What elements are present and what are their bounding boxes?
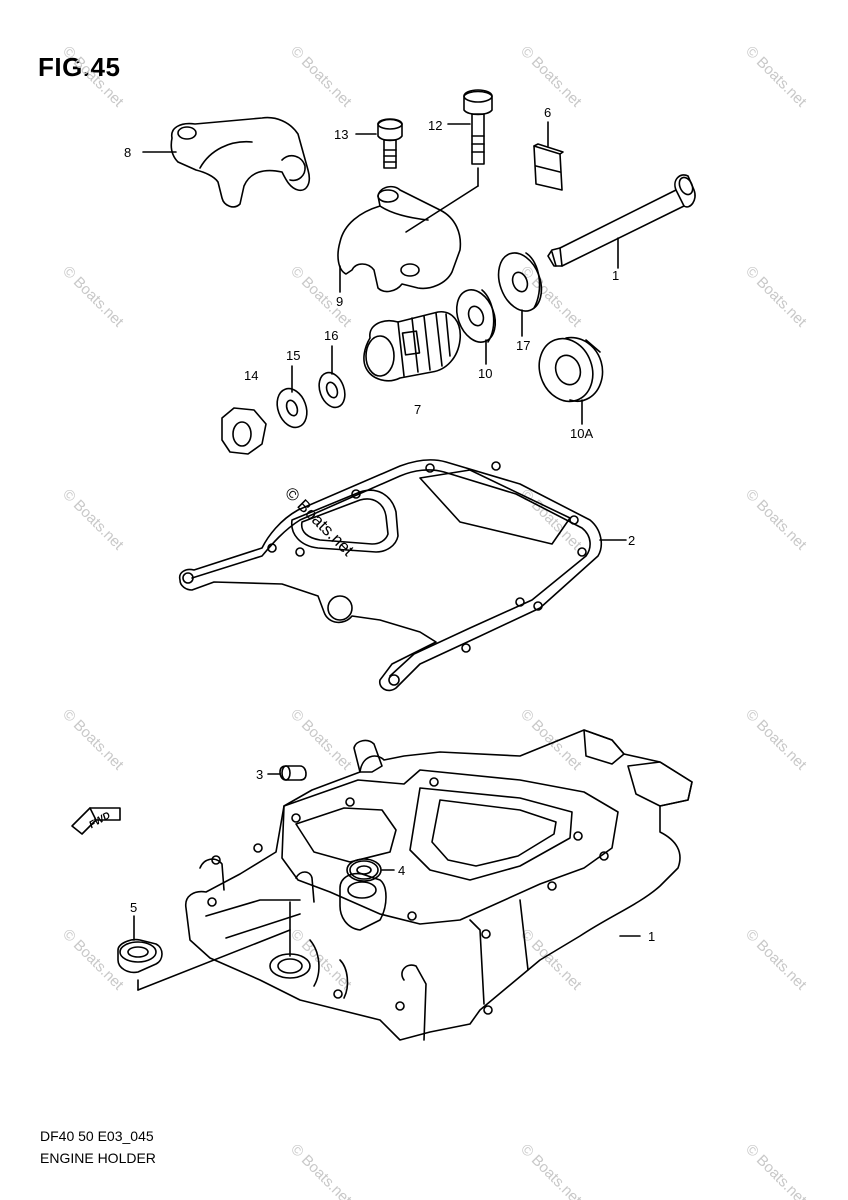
callout-4: 4 <box>398 863 405 878</box>
watermark: © Boats.net <box>742 926 810 994</box>
watermark: © Boats.net <box>287 706 355 774</box>
callout-6: 6 <box>544 105 551 120</box>
callout-12: 12 <box>428 118 442 133</box>
part-3-pin <box>279 765 307 781</box>
part-4-oring <box>346 858 382 882</box>
watermark: © Boats.net <box>742 43 810 111</box>
callout-1: 1 <box>648 929 655 944</box>
watermark: © Boats.net <box>742 1141 810 1200</box>
watermark: © Boats.net <box>59 43 127 111</box>
part-14-nut <box>221 407 267 455</box>
callout-14: 14 <box>244 368 258 383</box>
watermark: © Boats.net <box>59 486 127 554</box>
callout-10: 10 <box>478 366 492 381</box>
watermark: © Boats.net <box>59 263 127 331</box>
callout-15: 15 <box>286 348 300 363</box>
watermark: © Boats.net <box>517 43 585 111</box>
leader-12-diag <box>405 185 479 233</box>
callout-5: 5 <box>130 900 137 915</box>
callout-13: 13 <box>334 127 348 142</box>
figure-code: DF40 50 E03_045 <box>40 1128 154 1144</box>
callout-2: 2 <box>628 533 635 548</box>
part-1-long-bolt <box>547 174 696 267</box>
part-12-bolt <box>463 89 493 165</box>
watermark: © Boats.net <box>517 706 585 774</box>
watermark: © Boats.net <box>742 486 810 554</box>
part-13-bolt <box>377 118 403 169</box>
callout-9: 9 <box>336 294 343 309</box>
part-5-seal <box>117 938 163 974</box>
callout-17: 17 <box>516 338 530 353</box>
watermark-layer: © Boats.net © Boats.net © Boats.net © Bo… <box>59 43 810 1200</box>
part-10a-bushing <box>538 336 604 403</box>
part-2-gasket <box>178 459 603 692</box>
watermark: © Boats.net <box>742 706 810 774</box>
watermark: © Boats.net <box>59 926 127 994</box>
callout-7: 7 <box>414 402 421 417</box>
figure-name: ENGINE HOLDER <box>40 1150 156 1166</box>
callout-16: 16 <box>324 328 338 343</box>
part-17-washer <box>497 252 543 312</box>
leader-5-diag <box>137 929 291 991</box>
watermark: © Boats.net <box>287 43 355 111</box>
part-10-washer <box>455 289 497 343</box>
part-6-plate <box>533 143 564 191</box>
part-16-washer <box>318 371 346 409</box>
callout-10a: 10A <box>570 426 593 441</box>
figure-title: FIG.45 <box>38 52 121 82</box>
part-9-holder <box>337 185 462 293</box>
part-1-engine-holder <box>184 729 693 1041</box>
watermark: © Boats.net <box>517 1141 585 1200</box>
part-15-washer <box>276 387 308 429</box>
watermark: © Boats.net <box>287 1141 355 1200</box>
fwd-arrow <box>71 807 121 835</box>
part-8-holder <box>170 116 311 208</box>
callouts: 8 13 12 6 1 9 17 16 15 14 10 7 10A 2 3 4… <box>124 105 655 944</box>
callout-3: 3 <box>256 767 263 782</box>
callout-8: 8 <box>124 145 131 160</box>
watermark: © Boats.net <box>742 263 810 331</box>
part-7-mount <box>363 311 462 382</box>
callout-1b: 1 <box>612 268 619 283</box>
watermark: © Boats.net <box>517 263 585 331</box>
watermark: © Boats.net <box>59 706 127 774</box>
